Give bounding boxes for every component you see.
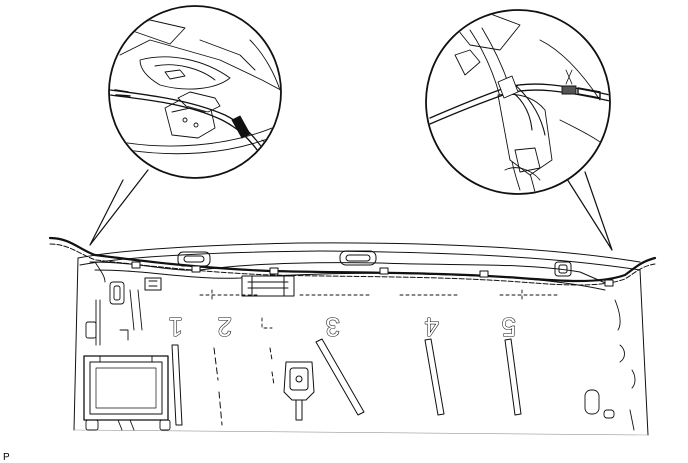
right-callout-pointer	[554, 159, 613, 251]
left-detail-artwork	[110, 19, 280, 164]
position-number-4: 4	[425, 312, 439, 342]
left-detail-callout	[89, 5, 282, 246]
left-detail-circle	[108, 5, 282, 179]
wire-harness	[48, 236, 657, 286]
position-number-3: 3	[326, 312, 340, 342]
right-detail-artwork	[429, 11, 609, 193]
position-number-2: 2	[218, 312, 232, 342]
position-number-5: 5	[502, 312, 516, 342]
position-guides	[199, 289, 561, 329]
position-numbers: 1 2 3 4 5	[168, 311, 517, 342]
roof-bows	[171, 338, 522, 426]
left-side-details	[83, 261, 171, 431]
left-callout-pointer	[89, 169, 149, 246]
center-bracket	[283, 361, 315, 421]
right-detail-callout	[425, 9, 613, 251]
corner-code: P	[3, 452, 10, 463]
position-number-1: 1	[169, 312, 183, 342]
harness-clips	[131, 261, 614, 287]
front-fixtures	[144, 250, 572, 297]
right-side-details	[584, 299, 636, 431]
